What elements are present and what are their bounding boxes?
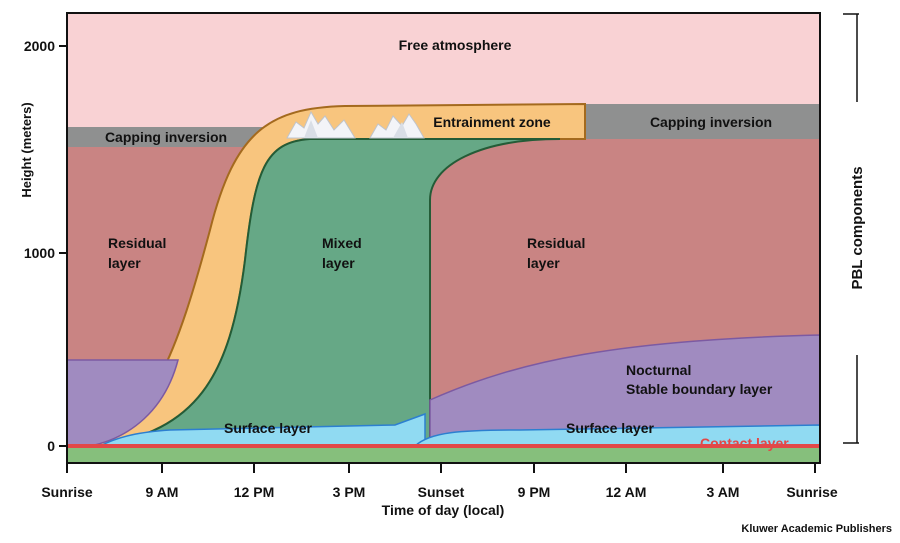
x-tick-label: 12 PM [234,484,274,500]
y-tick-label: 1000 [24,245,55,261]
publisher-credit: Kluwer Academic Publishers [741,523,892,535]
x-tick-label: Sunrise [41,484,93,500]
x-tick-label: Sunrise [786,484,838,500]
plot-frame [66,12,821,464]
label-residual-right: layer [527,255,560,271]
x-tick-label: 3 PM [333,484,366,500]
x-tick-label: Sunset [418,484,465,500]
surface-layer-right [413,424,821,447]
y-tick-label: 2000 [24,38,55,54]
x-axis [66,463,816,473]
label-residual-left: layer [108,255,141,271]
x-tick-label: 12 AM [606,484,647,500]
label-mixed: layer [322,255,355,271]
label-residual-right: Residual [527,235,585,251]
x-tick-label: 9 PM [518,484,551,500]
label-capping-inversion-left: Capping inversion [105,129,227,145]
capping-inversion-right [585,104,820,139]
cloud-left [286,110,356,139]
label-surface-right: Surface layer [566,420,654,436]
ground-strip [67,446,820,463]
label-nocturnal: Stable boundary layer [626,381,773,397]
label-contact: Contact layer [700,435,789,451]
label-mixed: Mixed [322,235,362,251]
mixed-layer [99,138,561,447]
y-axis [59,45,67,447]
x-tick-label: 9 AM [146,484,179,500]
label-nocturnal: Nocturnal [626,362,691,378]
pbl-bracket [843,13,859,444]
capping-inversion-left [67,127,285,147]
label-residual-left: Residual [108,235,166,251]
nocturnal-layer-right [429,334,821,447]
x-axis-title: Time of day (local) [382,502,505,518]
x-tick-label: 3 AM [707,484,740,500]
label-free-atmosphere: Free atmosphere [399,37,512,53]
label-capping-inversion-right: Capping inversion [650,114,772,130]
surface-layer-left [99,412,426,447]
pbl-components-label: PBL components [849,166,866,289]
y-tick-label: 0 [47,438,55,454]
label-entrainment-zone: Entrainment zone [433,114,551,130]
y-axis-title: Height (meters) [19,102,34,197]
label-surface-left: Surface layer [224,420,312,436]
cloud-right [369,113,425,139]
